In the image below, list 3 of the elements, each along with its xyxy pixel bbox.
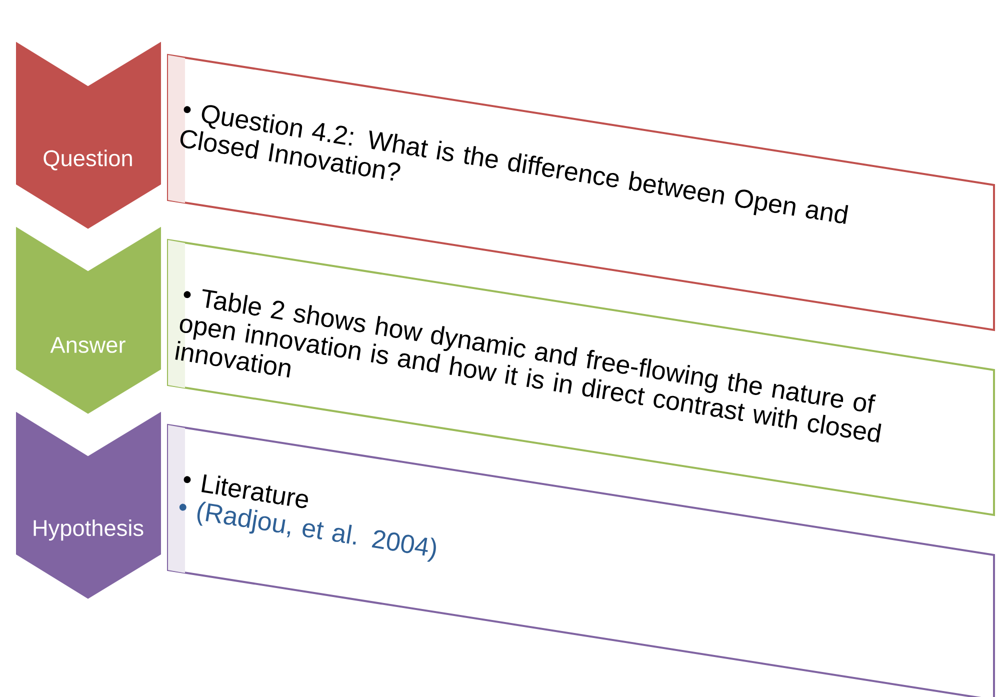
stage-label-block: Answer xyxy=(14,223,163,416)
stage-label-block: Hypothesis xyxy=(14,408,163,602)
stage-label-block: Question xyxy=(14,38,163,232)
